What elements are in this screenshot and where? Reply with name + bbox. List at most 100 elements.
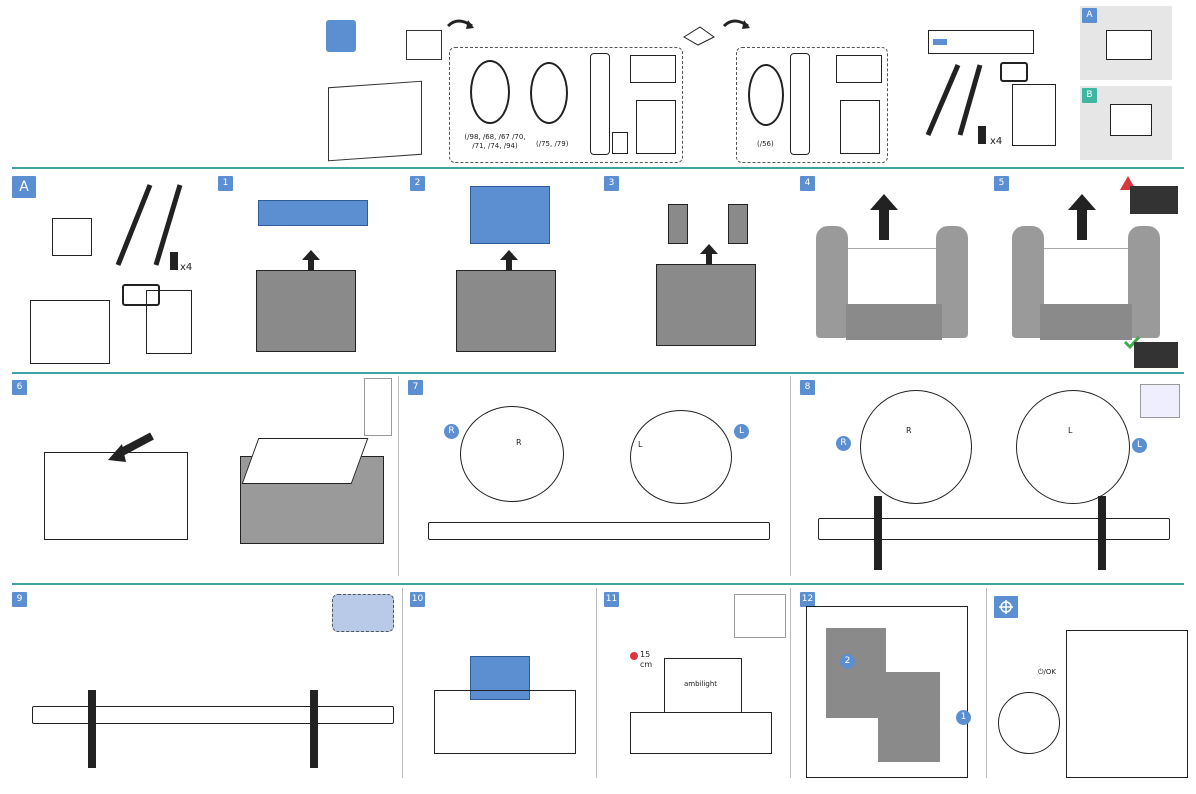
clips-callout	[332, 594, 394, 632]
clips-icon	[122, 284, 160, 306]
guide-booklet-icon-2	[840, 100, 880, 154]
zoom-left-letter: R	[516, 438, 522, 447]
tv-on-stand-11	[664, 658, 742, 714]
joystick-button[interactable]	[998, 692, 1060, 754]
arrow-curve-icon-2	[722, 19, 750, 29]
guide-booklet-icon	[636, 100, 676, 154]
stand-leg-right-8	[1098, 496, 1106, 570]
zoom-circle-left	[460, 406, 564, 502]
tv-back-lying-8	[818, 518, 1170, 540]
variant-a-badge: A	[1082, 8, 1097, 23]
zoom-circle-8-right	[1016, 390, 1130, 504]
tv-lift-scene	[846, 248, 944, 306]
step-6-badge: 6	[12, 380, 27, 395]
zoom-circle-right	[630, 410, 732, 504]
stand-legs-icon	[925, 64, 983, 136]
power-cable-icon-2	[530, 62, 568, 124]
remote-control-illustration	[590, 53, 610, 155]
step-11-badge: 11	[604, 592, 619, 607]
foam-corner-right	[728, 204, 748, 244]
unbox-icon	[326, 20, 356, 52]
step-2-badge: 2	[410, 176, 425, 191]
screws-count: x4	[990, 136, 1003, 147]
row2-divider	[12, 372, 1184, 374]
divider-6-7	[398, 376, 399, 576]
up-arrow-icon-3	[700, 244, 718, 264]
envelope-icon	[683, 26, 715, 46]
cable-label-1: (/98, /68, /67 /70, /71, /74, /94)	[464, 133, 526, 150]
divider-12-power	[986, 588, 987, 778]
step-3-badge: 3	[604, 176, 619, 191]
variant-b-badge: B	[1082, 88, 1097, 103]
zoom-right-letter: L	[638, 440, 643, 449]
box-base-4	[846, 304, 942, 340]
divider-10-11	[596, 588, 597, 778]
manual-icon-2	[836, 55, 882, 83]
cable-label-2: (/75, /79)	[536, 140, 569, 148]
batteries-icon	[612, 132, 628, 154]
zoom-circle-8-left	[860, 390, 972, 504]
table-11	[630, 712, 772, 754]
foam-sheet-blue	[470, 186, 550, 244]
manual-icon	[630, 55, 676, 83]
shipping-box-3	[656, 264, 756, 346]
person-left	[816, 226, 848, 338]
screw-icon-2	[170, 252, 178, 270]
clip-icon	[1000, 62, 1028, 82]
row3-divider	[12, 583, 1184, 585]
marker-r-7: R	[444, 424, 459, 439]
wall-bracket-icon-2	[146, 290, 192, 354]
power-cable-icon-3	[748, 64, 784, 126]
shipping-box-open	[30, 300, 110, 364]
marker-l-8: L	[1132, 438, 1147, 453]
step-8-badge: 8	[800, 380, 815, 395]
placement-examples	[734, 594, 786, 638]
forbidden-x-icon	[364, 378, 392, 436]
screw-ok-icon	[1140, 384, 1180, 418]
accessory-kit-b	[736, 47, 888, 163]
person-left-2	[1012, 226, 1044, 338]
divider-11-12	[790, 588, 791, 778]
ok-handling-icon	[1134, 342, 1178, 368]
stand-leg-right-9	[310, 690, 318, 768]
foam-corner-left	[668, 204, 688, 244]
step-12-badge: 12	[800, 592, 815, 607]
table-10	[434, 690, 576, 754]
small-box-icon	[52, 218, 92, 256]
step-1-badge: 1	[218, 176, 233, 191]
lift-arrow-icon	[870, 194, 898, 240]
distance-unit: cm	[640, 660, 653, 669]
stand-legs-icon-2	[115, 184, 183, 266]
tv-upright-covered	[470, 656, 530, 700]
box-small-illustration	[406, 30, 442, 60]
tv-lift-scene-2	[1040, 248, 1134, 306]
wall-bracket-icon	[1012, 84, 1056, 146]
lift-arrow-icon-2	[1068, 194, 1096, 240]
stand-leg-left-9	[88, 690, 96, 768]
soundbar-illustration	[928, 30, 1034, 54]
step-10-badge: 10	[410, 592, 425, 607]
warn-distance-icon	[630, 652, 638, 660]
foam-insert-blue	[258, 200, 368, 226]
cable-label-3: (/56)	[757, 140, 774, 148]
tv-panel-illustration	[328, 80, 422, 162]
curved-arrow-icon	[108, 432, 154, 462]
tv-back-lying-9	[32, 706, 394, 724]
step-12-marker-1: 1	[956, 710, 971, 725]
up-arrow-icon-2	[500, 250, 518, 270]
warning-handling-icon	[1130, 186, 1178, 214]
divider-9-10	[402, 588, 403, 778]
shipping-box-1	[256, 270, 356, 352]
tv-face-down	[241, 438, 369, 484]
step-9-badge: 9	[12, 592, 27, 607]
variant-a-tv-icon	[1106, 30, 1152, 60]
distance-value: 15	[640, 650, 651, 659]
arrow-curve-icon	[446, 19, 474, 29]
step-7-badge: 7	[408, 380, 423, 395]
person-right-2	[1128, 226, 1160, 338]
wall-bracket-piece-1	[826, 628, 886, 718]
target-icon	[999, 600, 1013, 614]
top-divider	[12, 167, 1184, 169]
power-ok-label: ⏻/OK	[1038, 668, 1056, 676]
section-a-badge: A	[12, 176, 36, 198]
